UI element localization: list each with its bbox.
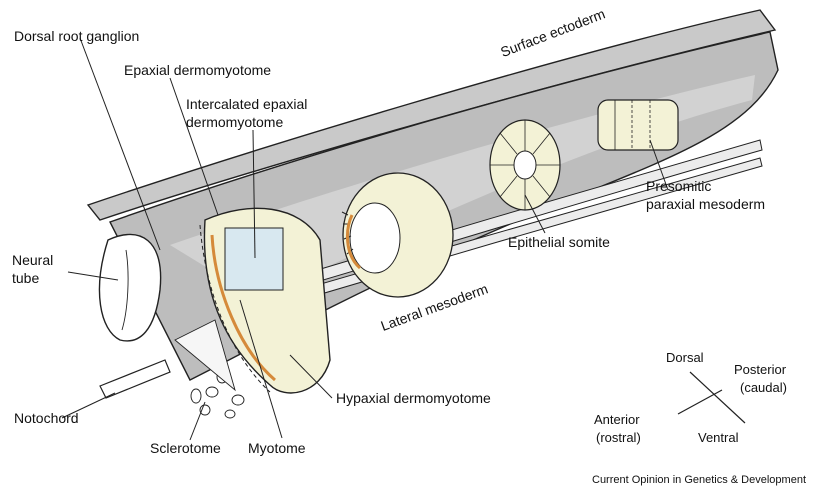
label-neural-tube-line2: tube <box>12 270 39 286</box>
label-myotome: Myotome <box>248 440 306 456</box>
label-ventral: Ventral <box>698 430 738 446</box>
notochord-shape <box>100 360 170 398</box>
label-hypaxial-dermomyotome: Hypaxial dermomyotome <box>336 390 491 406</box>
orientation-axes <box>678 372 745 423</box>
credit-line: Current Opinion in Genetics & Developmen… <box>592 472 806 488</box>
label-anterior: Anterior <box>594 412 640 428</box>
label-presomitic-line1: Presomitic <box>646 178 711 194</box>
label-dorsal: Dorsal <box>666 350 704 366</box>
label-intercalated-line2: dermomyotome <box>186 114 283 130</box>
label-posterior: Posterior <box>734 362 786 378</box>
epithelial-somite-shape <box>490 120 560 210</box>
label-sclerotome: Sclerotome <box>150 440 221 456</box>
label-epaxial-dermomyotome: Epaxial dermomyotome <box>124 62 271 78</box>
label-presomitic-line2: paraxial mesoderm <box>646 196 765 212</box>
label-notochord: Notochord <box>14 410 79 426</box>
label-anterior-sub: (rostral) <box>596 430 641 446</box>
intercalated-dermomyotome-shape <box>225 228 283 290</box>
label-dorsal-root-ganglion: Dorsal root ganglion <box>14 28 139 44</box>
presomitic-mesoderm-shape <box>598 100 678 150</box>
middle-somite-shape <box>342 173 453 297</box>
neural-tube-shape <box>99 234 160 340</box>
label-neural-tube-line1: Neural <box>12 252 53 268</box>
label-posterior-sub: (caudal) <box>740 380 787 396</box>
label-epithelial-somite: Epithelial somite <box>508 234 610 250</box>
label-intercalated-line1: Intercalated epaxial <box>186 96 307 112</box>
